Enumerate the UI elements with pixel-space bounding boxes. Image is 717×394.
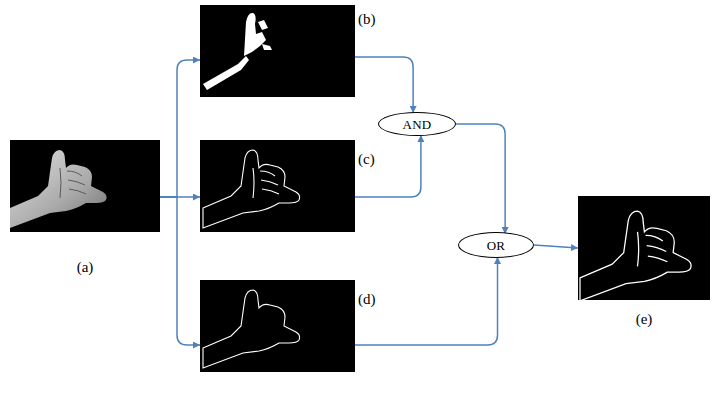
panel-label: (e) bbox=[636, 310, 653, 328]
flow-arrow bbox=[534, 245, 578, 248]
image-b bbox=[200, 5, 355, 97]
panel-label: (b) bbox=[358, 10, 376, 28]
flow-arrow bbox=[160, 60, 200, 197]
logic-operator: AND bbox=[378, 112, 456, 136]
image-frame: (d) bbox=[200, 280, 355, 372]
image-frame: (c) bbox=[200, 140, 355, 232]
panel-label: (d) bbox=[358, 290, 376, 308]
image-frame: (e) bbox=[578, 196, 710, 300]
image-frame: (b) bbox=[200, 5, 355, 97]
panel-label: (c) bbox=[358, 150, 375, 168]
image-d bbox=[200, 280, 355, 372]
image-c bbox=[200, 140, 355, 232]
flow-arrow bbox=[355, 57, 413, 113]
flow-arrow bbox=[160, 197, 200, 345]
flow-arrow bbox=[456, 124, 505, 234]
image-frame: (a) bbox=[10, 140, 160, 232]
flow-arrow bbox=[355, 257, 498, 345]
panel-label: (a) bbox=[77, 258, 94, 276]
operator-label: AND bbox=[402, 117, 431, 132]
image-e bbox=[578, 196, 710, 300]
image-a bbox=[10, 140, 160, 232]
operator-label: OR bbox=[487, 238, 506, 253]
flow-arrow bbox=[355, 135, 421, 197]
logic-operator: OR bbox=[458, 232, 534, 258]
